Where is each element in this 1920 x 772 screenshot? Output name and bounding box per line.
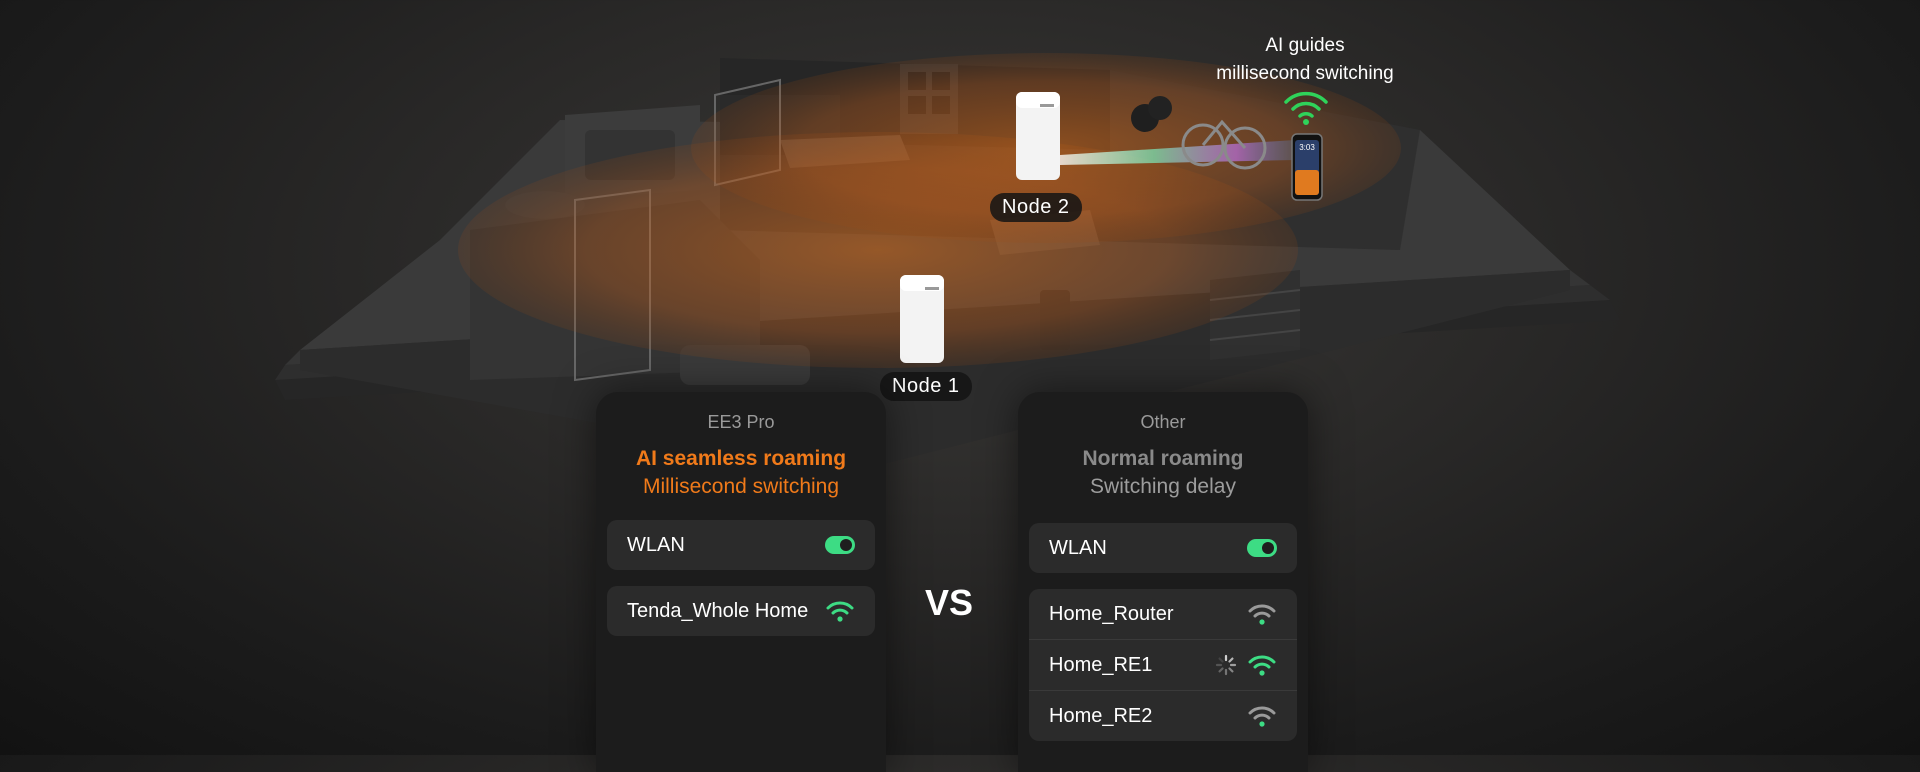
svg-text:3:03: 3:03 [1299,143,1315,152]
network-list: Tenda_Whole Home [607,586,875,636]
node2-device [1016,92,1060,180]
ai-callout-line1: AI guides [1265,35,1345,56]
panel-headline: AI seamless roaming [635,447,847,470]
ee3-pro-panel: EE3 Pro AI seamless roaming Millisecond … [596,392,886,772]
vs-label: VS [925,582,974,623]
panel-subline: Switching delay [1090,475,1236,498]
network-name: Tenda_Whole Home [627,599,809,622]
network-list: Home_Router Home_RE1 [1029,589,1297,741]
panel-brand: Other [1140,412,1186,432]
network-row[interactable]: Home_Router [1029,589,1297,639]
wlan-label: WLAN [627,533,685,556]
wifi-icon [1248,604,1276,625]
network-row[interactable]: Tenda_Whole Home [607,586,875,636]
spinner-icon [1215,654,1237,676]
wlan-row: WLAN [607,520,875,570]
wlan-toggle-switch[interactable] [825,536,855,554]
wlan-card: WLAN [607,520,875,570]
phone-device: 3:03 [1291,133,1323,201]
ai-callout: AI guides millisecond switching [1170,32,1440,88]
wifi-icon [1248,706,1276,727]
network-name: Home_Router [1049,602,1174,625]
network-row[interactable]: Home_RE1 [1029,639,1297,690]
wlan-card: WLAN [1029,523,1297,573]
panel-brand: EE3 Pro [707,412,775,432]
wifi-icon [826,601,854,622]
network-row[interactable]: Home_RE2 [1029,690,1297,741]
node1-label: Node 1 [880,372,972,401]
panel-headline: Normal roaming [1082,447,1244,470]
wifi-icon [1248,655,1276,676]
network-name: Home_RE1 [1049,653,1153,676]
wlan-toggle-switch[interactable] [1247,539,1277,557]
node1-device [900,275,944,363]
panel-subline: Millisecond switching [642,475,840,498]
ai-callout-line2: millisecond switching [1216,63,1394,84]
node2-label: Node 2 [990,193,1082,222]
wifi-signal-icon [1284,91,1328,125]
wlan-row: WLAN [1029,523,1297,573]
network-name: Home_RE2 [1049,704,1153,727]
wlan-label: WLAN [1049,536,1107,559]
other-panel: Other Normal roaming Switching delay WLA… [1018,392,1308,772]
